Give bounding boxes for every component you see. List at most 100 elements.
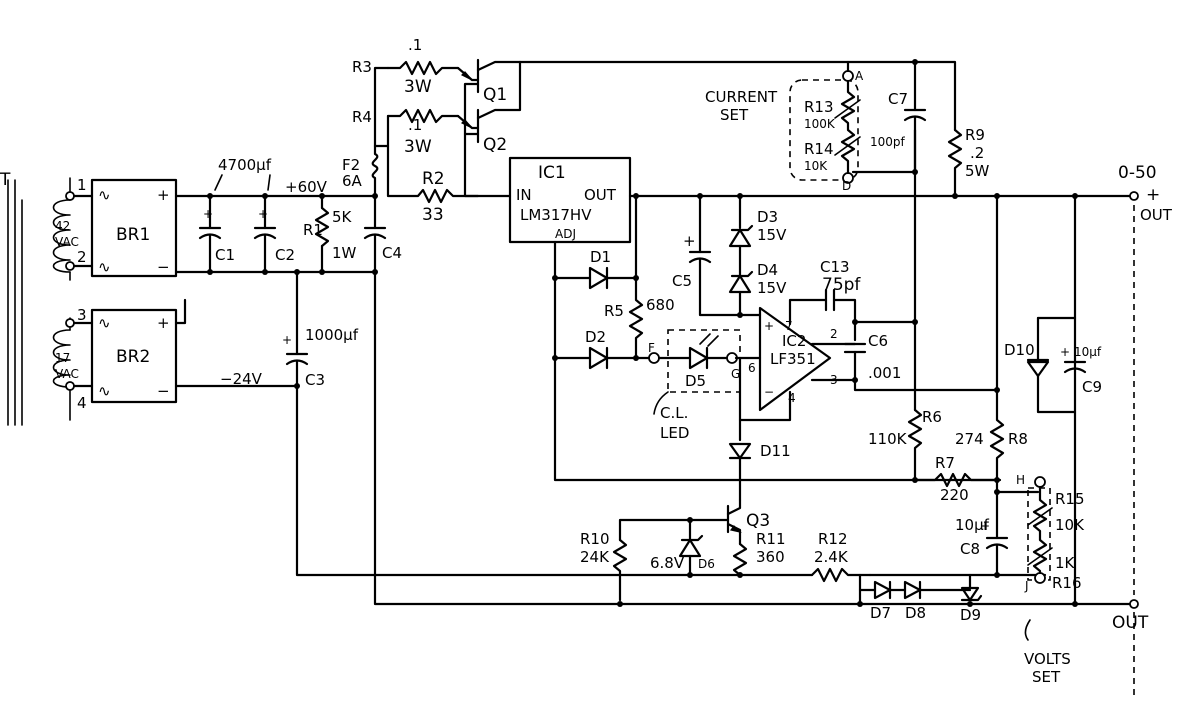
neg-rail-label: −24V: [220, 370, 263, 388]
ic2-pin2: 2: [830, 327, 838, 341]
r7-value: 220: [940, 486, 969, 504]
point-d: D: [842, 179, 851, 193]
br2-minus: −: [157, 382, 170, 400]
output-top-label: OUT: [1140, 206, 1173, 224]
point-j: J: [1024, 579, 1029, 593]
sec1-volts: 42: [55, 219, 70, 233]
bridge-br2: [90, 308, 178, 404]
ic2-pin7: 7: [785, 319, 793, 333]
c3-plus: +: [282, 333, 292, 347]
d1-label: D1: [590, 248, 611, 266]
d5-label: D5: [685, 372, 706, 390]
q1-label: Q1: [483, 85, 507, 105]
c9-plus: +: [1060, 345, 1070, 359]
c7-label: C7: [888, 90, 908, 108]
ic1-regulator: [508, 156, 632, 244]
ic2-part: LF351: [770, 350, 816, 368]
r3-value: .1: [408, 36, 422, 54]
r1-watt: 1W: [332, 244, 357, 262]
br2-plus: +: [157, 314, 170, 332]
ic2-plus: +: [764, 319, 774, 333]
r2-label: R2: [422, 169, 445, 189]
current-set-line2: SET: [720, 106, 749, 124]
d6-label: D6: [698, 557, 715, 571]
current-set-line1: CURRENT: [705, 88, 778, 106]
cl-led-line1: C.L.: [660, 404, 688, 422]
c8-plus: +: [980, 519, 990, 533]
r13-label: R13: [804, 98, 834, 116]
r1-value: 5K: [332, 208, 353, 226]
br1-minus: −: [157, 258, 170, 276]
current-set-box: [789, 79, 859, 181]
r3-label: R3: [352, 58, 372, 76]
bulk-cap-value: 4700µf: [218, 156, 272, 174]
output-range: 0-50: [1118, 163, 1157, 183]
r6-label: R6: [922, 408, 942, 426]
br1-plus: +: [157, 186, 170, 204]
pin-4-label: 4: [77, 394, 87, 412]
ic1-in: IN: [516, 186, 532, 204]
d9-label: D9: [960, 606, 981, 624]
r10-value: 24K: [580, 548, 610, 566]
d3-value: 15V: [757, 226, 787, 244]
r15-label: R15: [1055, 490, 1085, 508]
fuse-label: F2: [342, 156, 360, 174]
c1-label: C1: [215, 246, 235, 264]
volts-set-line1: VOLTS: [1024, 650, 1071, 668]
ic1-adj: ADJ: [555, 227, 576, 241]
r11-label: R11: [756, 530, 786, 548]
d2-label: D2: [585, 328, 606, 346]
br2-label: BR2: [116, 347, 150, 367]
br1-ac-bottom: ∿: [98, 258, 111, 276]
br1-ac-top: ∿: [98, 186, 111, 204]
r5-label: R5: [604, 302, 624, 320]
c8-value: 10µf: [955, 516, 990, 534]
r9-label: R9: [965, 126, 985, 144]
r10-label: R10: [580, 530, 610, 548]
pos-rail-label: +60V: [285, 178, 328, 196]
d4-label: D4: [757, 261, 778, 279]
r6-value: 110K: [868, 430, 908, 448]
c2-label: C2: [275, 246, 295, 264]
br2-ac-bottom: ∿: [98, 382, 111, 400]
r11-value: 360: [756, 548, 785, 566]
c6-label: C6: [868, 332, 888, 350]
r3-watt: 3W: [404, 77, 432, 97]
r7-label: R7: [935, 454, 955, 472]
bridge-br1: [90, 178, 178, 278]
pin-1-label: 1: [77, 176, 87, 194]
sec2-volts: 17: [55, 351, 70, 365]
r12-value: 2.4K: [814, 548, 849, 566]
r5-value: 680: [646, 296, 675, 314]
pin-2-label: 2: [77, 248, 87, 266]
r14-value: 10K: [804, 159, 828, 173]
d3-label: D3: [757, 208, 778, 226]
c9-value: 10µf: [1074, 345, 1102, 359]
output-plus: +: [1146, 185, 1160, 205]
r16-label: R16: [1052, 574, 1082, 592]
transformer-label: T: [0, 170, 11, 190]
c7-value: 100pf: [870, 135, 906, 149]
r2-value: 33: [422, 205, 444, 225]
c9-label: C9: [1082, 378, 1102, 396]
br1-label: BR1: [116, 225, 150, 245]
ic1-part: LM317HV: [520, 206, 592, 224]
point-g: G: [731, 367, 740, 381]
ic2-pin4: 4: [788, 391, 796, 405]
cl-led-line2: LED: [660, 424, 689, 442]
point-a: A: [855, 69, 864, 83]
volts-set-line2: SET: [1032, 668, 1061, 686]
d4-value: 15V: [757, 279, 787, 297]
r12-label: R12: [818, 530, 848, 548]
r4-label: R4: [352, 108, 372, 126]
r4-watt: 3W: [404, 137, 432, 157]
d11-label: D11: [760, 442, 791, 460]
br2-ac-top: ∿: [98, 314, 111, 332]
c1-plus: +: [203, 207, 213, 221]
point-f: F: [648, 341, 655, 355]
d6-value: 6.8V: [650, 554, 685, 572]
point-h: H: [1016, 473, 1025, 487]
d8-label: D8: [905, 604, 926, 622]
q3-label: Q3: [746, 511, 770, 531]
ic2-name: IC2: [782, 332, 806, 350]
